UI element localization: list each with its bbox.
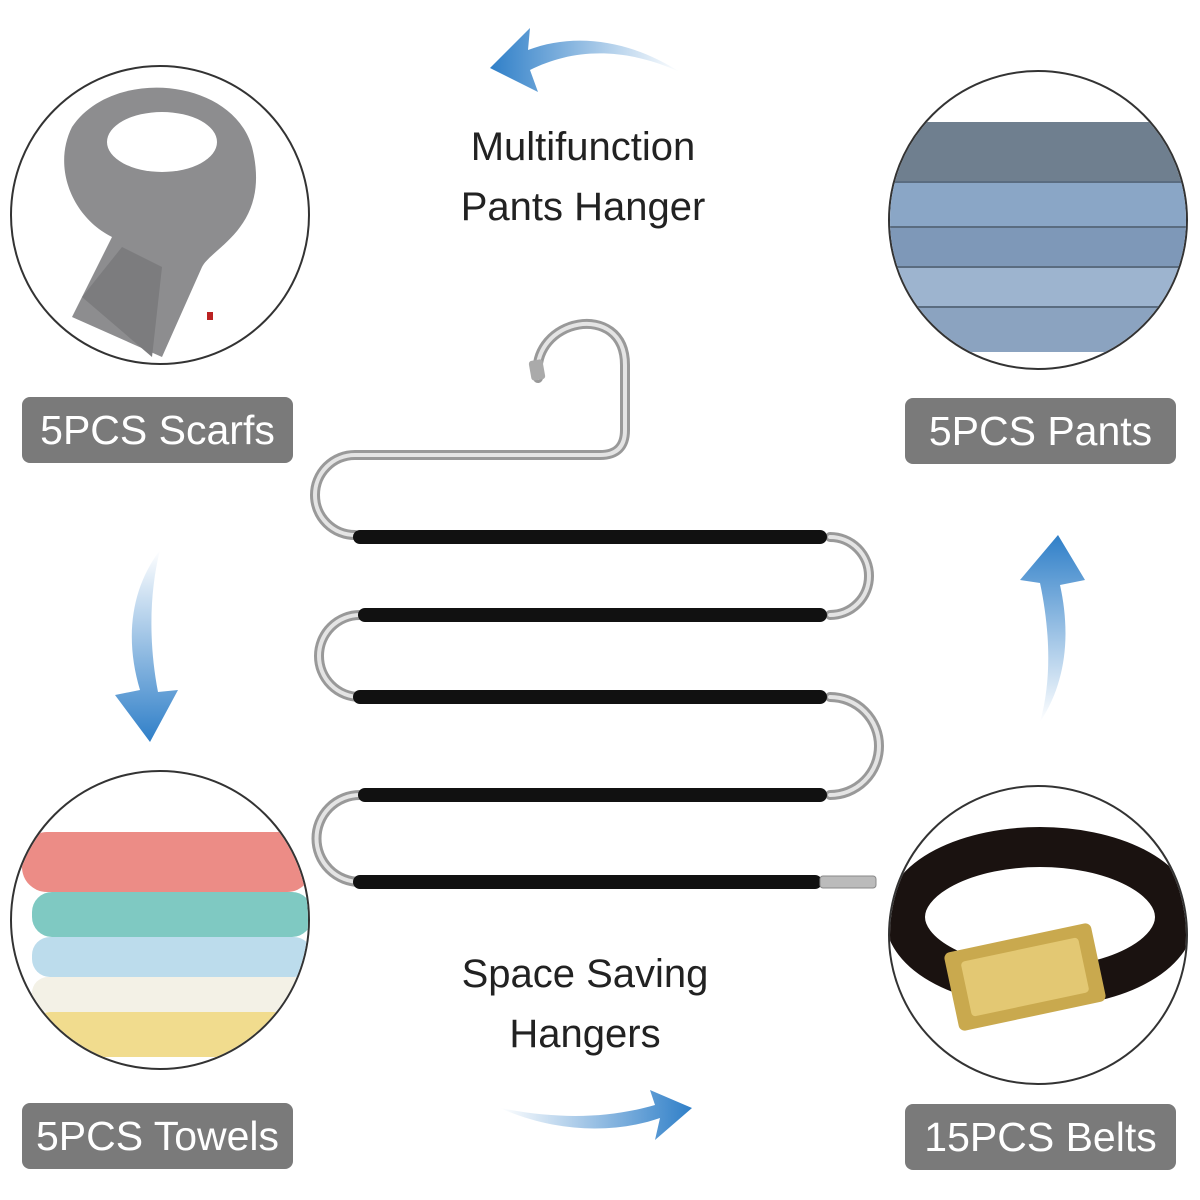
headline-bottom-line2: Hangers xyxy=(509,1012,661,1056)
headline-top-line1: Multifunction xyxy=(470,125,696,169)
hanger-end-cap xyxy=(819,875,877,889)
belts-label: 15PCS Belts xyxy=(905,1104,1176,1170)
headline-bottom-line1: Space Saving xyxy=(461,952,709,996)
headline-top: Multifunction Pants Hanger xyxy=(383,117,783,237)
headline-top-line2: Pants Hanger xyxy=(460,185,706,229)
hook-cap xyxy=(528,359,546,381)
scarf-image xyxy=(10,65,310,365)
towels-image xyxy=(10,770,310,1070)
belt-image xyxy=(888,785,1188,1085)
pants-label: 5PCS Pants xyxy=(905,398,1176,464)
headline-bottom: Space Saving Hangers xyxy=(385,944,785,1064)
pants-image xyxy=(888,70,1188,370)
hanger-bars xyxy=(353,530,827,889)
towels-label: 5PCS Towels xyxy=(22,1103,293,1169)
scarfs-label: 5PCS Scarfs xyxy=(22,397,293,463)
